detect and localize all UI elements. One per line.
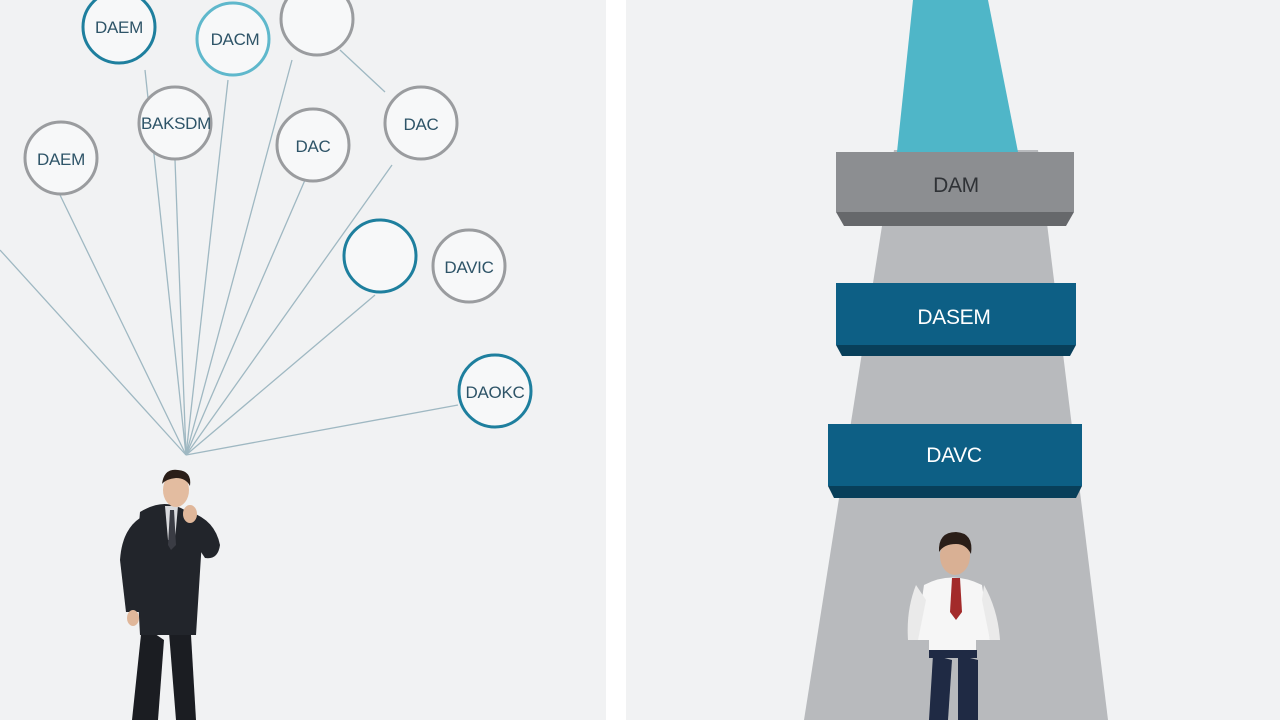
tier-label: DASEM [917,306,990,329]
idea-bubble: BAKSDM [137,85,213,161]
connector-line [185,59,293,456]
idea-bubble: DAEM [81,0,157,65]
connector-line [59,194,187,456]
left-panel: DAEM DACM BAKSDM DAC DAC [0,0,606,720]
bubble-label: BAKSDM [141,114,211,133]
connector-line [185,164,393,456]
tier-label: DAM [933,174,979,197]
connector-line [174,159,187,456]
connector-line [185,179,306,456]
idea-bubble: DAVIC [431,228,507,304]
idea-bubble: DAC [383,85,459,161]
idea-bubble: DAC [275,107,351,183]
connector-line [339,49,386,93]
connector-line [0,249,187,456]
spotlight-cone [897,0,1018,152]
bubble-label: DAEM [95,18,143,37]
idea-network-graphic: DAEM DACM BAKSDM DAC DAC [0,0,533,720]
idea-bubble [279,0,355,57]
tier-label: DAVC [926,444,982,467]
bubble-label: DAEM [37,150,85,169]
right-panel: DAM DASEM DAVC [626,0,1280,720]
bubble-label: DAVIC [444,258,493,277]
bubble-label: DAC [404,115,439,134]
businessman-figure [120,469,220,720]
connector-line [185,294,376,456]
tier-block: DAVC [828,424,1082,498]
panel-divider [606,0,626,720]
observer-figure [907,532,1000,720]
bubble-label: DACM [211,30,260,49]
connector-line [185,404,459,456]
bubble-label: DAC [296,137,331,156]
idea-bubble: DAOKC [457,353,533,429]
tier-block: DASEM [836,283,1076,356]
idea-bubble: DAEM [23,120,99,196]
idea-bubble: DACM [195,1,271,77]
bubble-label: DAOKC [466,383,525,402]
hierarchy-tower-graphic: DAM DASEM DAVC [804,0,1108,720]
connector-line [185,79,229,456]
idea-bubble [342,218,418,294]
tier-block: DAM [836,152,1074,226]
